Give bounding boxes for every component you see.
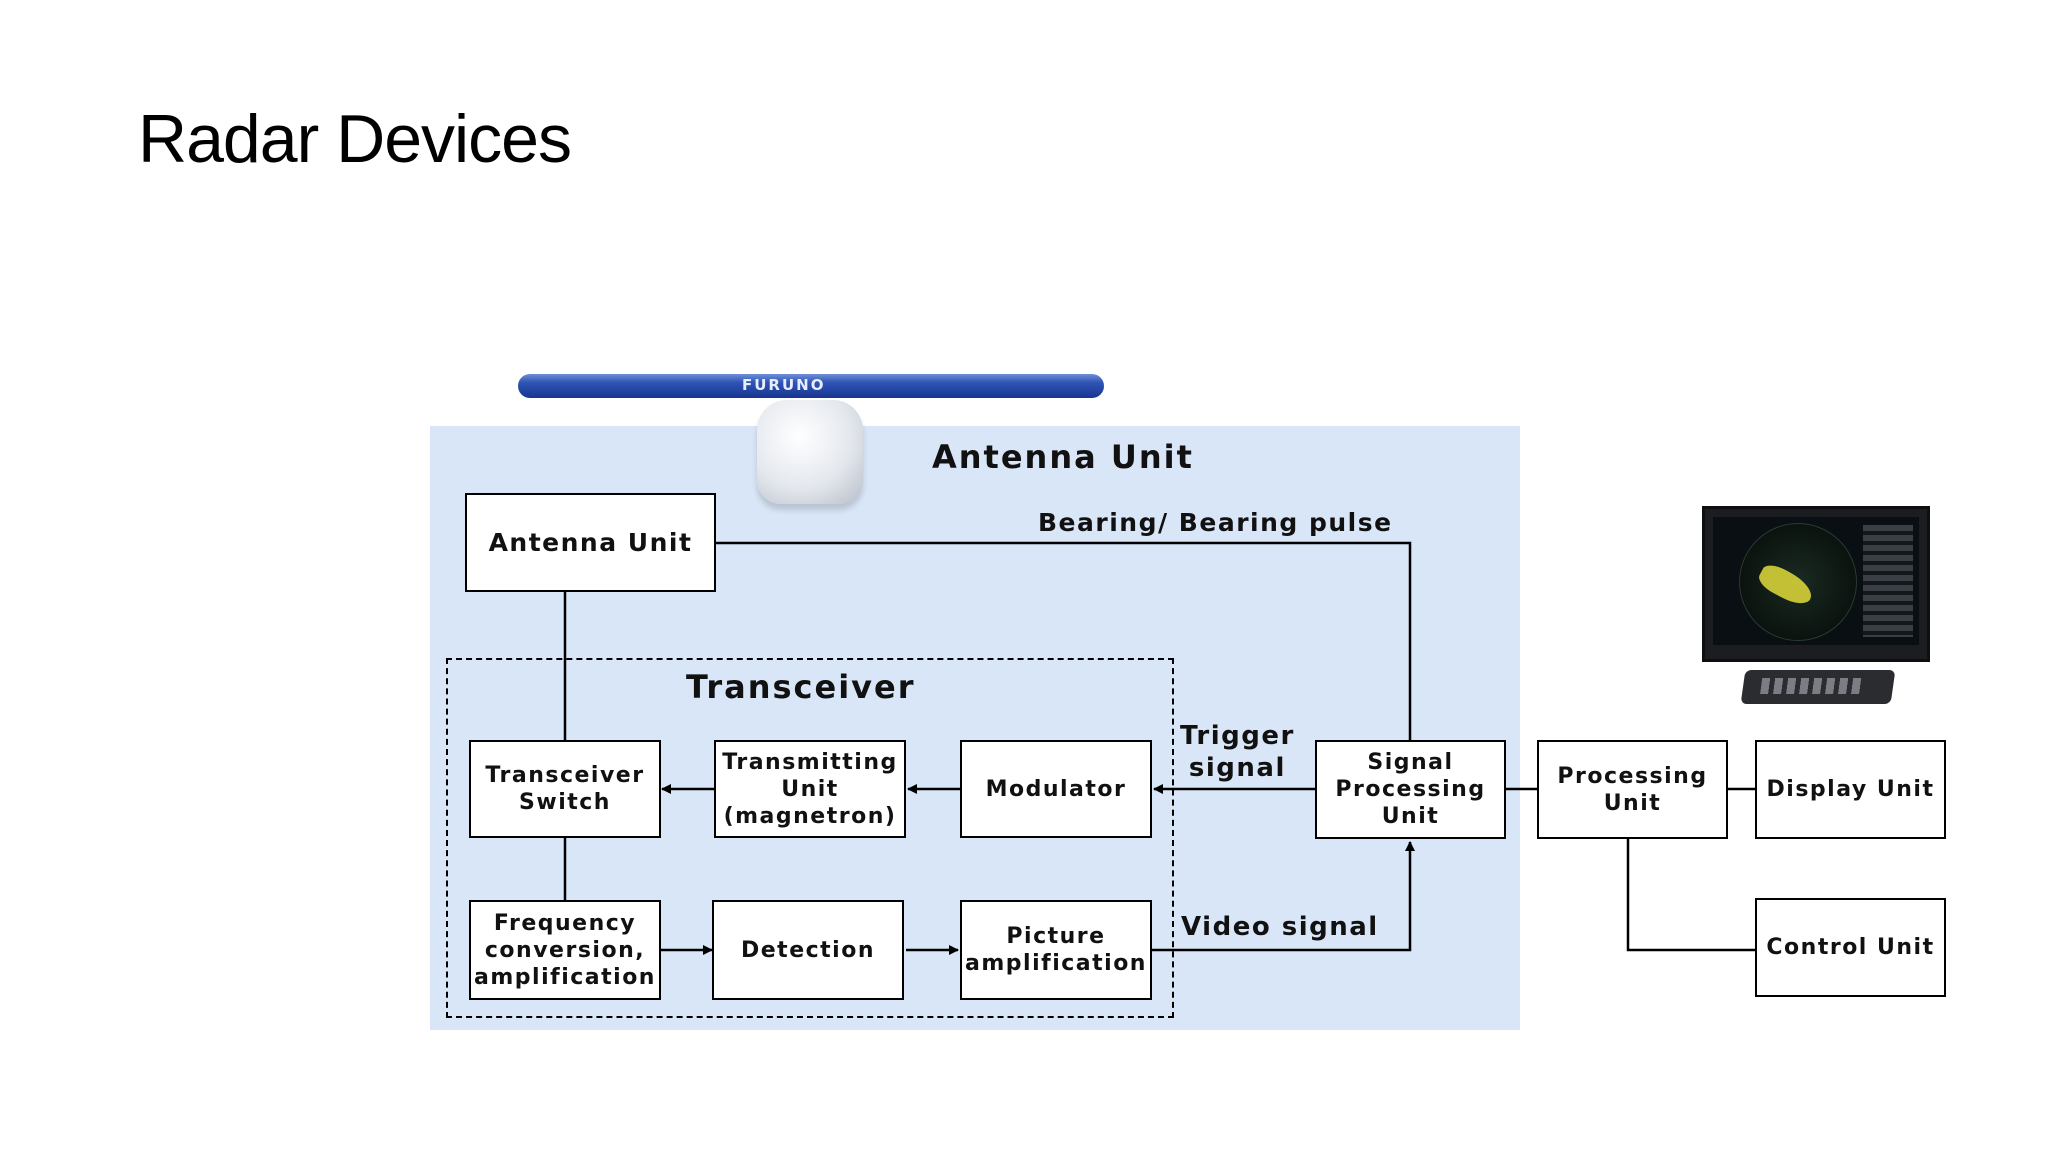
control-keyboard-icon: [1740, 670, 1896, 704]
signal-bearing-label: Bearing/ Bearing pulse: [1038, 508, 1393, 537]
box-processing-unit: Processing Unit: [1537, 740, 1728, 839]
box-transceiver-switch: Transceiver Switch: [469, 740, 661, 838]
box-signal-processing-unit: Signal Processing Unit: [1315, 740, 1506, 839]
radar-display-icon: [1702, 506, 1930, 662]
box-detection: Detection: [712, 900, 904, 1000]
box-modulator: Modulator: [960, 740, 1152, 838]
radar-antenna-icon: FURUNO: [518, 374, 1104, 398]
transceiver-title: Transceiver: [686, 668, 916, 706]
slide-title: Radar Devices: [138, 101, 572, 177]
signal-video-label: Video signal: [1181, 912, 1379, 942]
box-antenna-unit: Antenna Unit: [465, 493, 716, 592]
box-transmitting-unit: Transmitting Unit (magnetron): [714, 740, 906, 838]
panel-title: Antenna Unit: [932, 438, 1194, 476]
arrow-video-to-signal: [1152, 841, 1415, 952]
line-bearing: [716, 541, 1412, 740]
box-display-unit: Display Unit: [1755, 740, 1946, 839]
transceiver-frame: [446, 658, 1174, 1018]
antenna-pedestal-icon: [757, 400, 863, 504]
signal-trigger-label: Trigger signal: [1180, 721, 1295, 783]
antenna-brand-label: FURUNO: [742, 376, 826, 394]
box-control-unit: Control Unit: [1755, 898, 1946, 997]
box-frequency-conversion: Frequency conversion, amplification: [469, 900, 661, 1000]
line-processing-control: [1626, 838, 1756, 952]
box-picture-amplification: Picture amplification: [960, 900, 1152, 1000]
